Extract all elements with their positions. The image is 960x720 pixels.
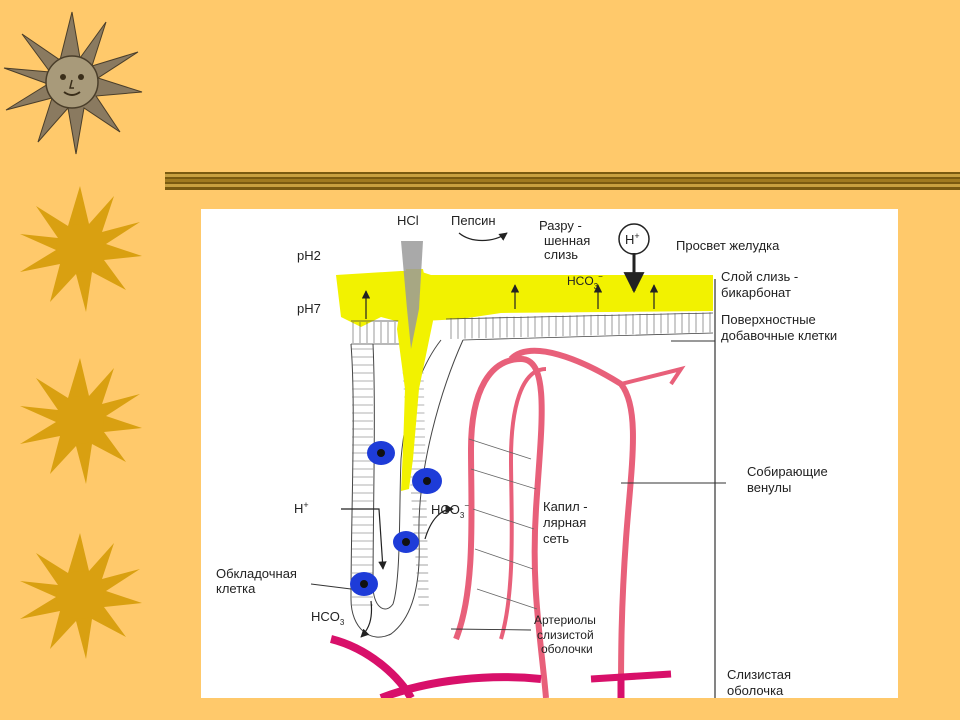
diagram-svg: HCl Пепсин Разру - шенная слизь H+ Просв…: [216, 213, 837, 702]
label-surface-cells-1: Поверхностные: [721, 312, 816, 327]
surface-epithelium: [351, 312, 714, 345]
sun-icon: [20, 186, 142, 312]
sun-decoration-column: [3, 11, 143, 659]
label-h-plus-left: H+: [294, 500, 309, 516]
arterioles: [329, 635, 672, 702]
surface-cells: [352, 312, 711, 343]
label-hco3-top: HCO3−: [567, 272, 603, 291]
label-destroyed-mucus-1: Разру -: [539, 218, 582, 233]
label-hco3-mid: HCO3−: [431, 501, 469, 520]
label-mucus-layer-1: Слой слизь -: [721, 269, 798, 284]
gland-cells: [352, 348, 429, 606]
label-mucus-layer-2: бикарбонат: [721, 285, 791, 300]
hcl-funnel: [401, 241, 423, 349]
label-parietal-2: клетка: [216, 581, 256, 596]
label-hcl: HCl: [397, 213, 419, 228]
label-arterioles-1: Артериолы: [534, 613, 596, 627]
mucus-bicarbonate-layer: [336, 271, 713, 327]
label-capillary-3: сеть: [543, 531, 569, 546]
label-arterioles-2: слизистой: [537, 628, 594, 642]
label-venules-1: Собирающие: [747, 464, 828, 479]
capillary-network: [453, 347, 686, 699]
leader-lines: [310, 482, 726, 631]
label-pepsin: Пепсин: [451, 213, 496, 228]
label-capillary-1: Капил -: [543, 499, 588, 514]
ion-flow-arrows: [341, 232, 659, 638]
h-plus-circle: [618, 223, 650, 255]
label-ph2: pH2: [297, 248, 321, 263]
label-destroyed-mucus-3: слизь: [544, 247, 578, 262]
label-h-plus-circle: H+: [625, 231, 640, 247]
label-venules-2: венулы: [747, 480, 791, 495]
label-mucosa-2: оболочка: [727, 683, 784, 698]
label-arterioles-3: оболочки: [541, 642, 593, 656]
label-capillary-2: лярная: [543, 515, 586, 530]
gland-mucus-stream: [397, 269, 433, 491]
label-ph7: pH7: [297, 301, 321, 316]
diagram-labels: HCl Пепсин Разру - шенная слизь H+ Просв…: [216, 213, 837, 698]
parietal-cells: [350, 441, 442, 596]
header-stripe: [165, 172, 960, 190]
label-parietal-1: Обкладочная: [216, 566, 297, 581]
label-destroyed-mucus-2: шенная: [544, 233, 590, 248]
label-hco3-bottom: HCO3: [311, 609, 345, 627]
label-lumen: Просвет желудка: [676, 238, 780, 253]
metal-sun-icon: [3, 11, 143, 155]
sun-icon: [20, 358, 142, 484]
label-surface-cells-2: добавочные клетки: [721, 328, 837, 343]
sun-icon: [20, 533, 142, 659]
gastric-mucosa-diagram: HCl Пепсин Разру - шенная слизь H+ Просв…: [201, 209, 898, 702]
label-mucosa-1: Слизистая: [727, 667, 791, 682]
